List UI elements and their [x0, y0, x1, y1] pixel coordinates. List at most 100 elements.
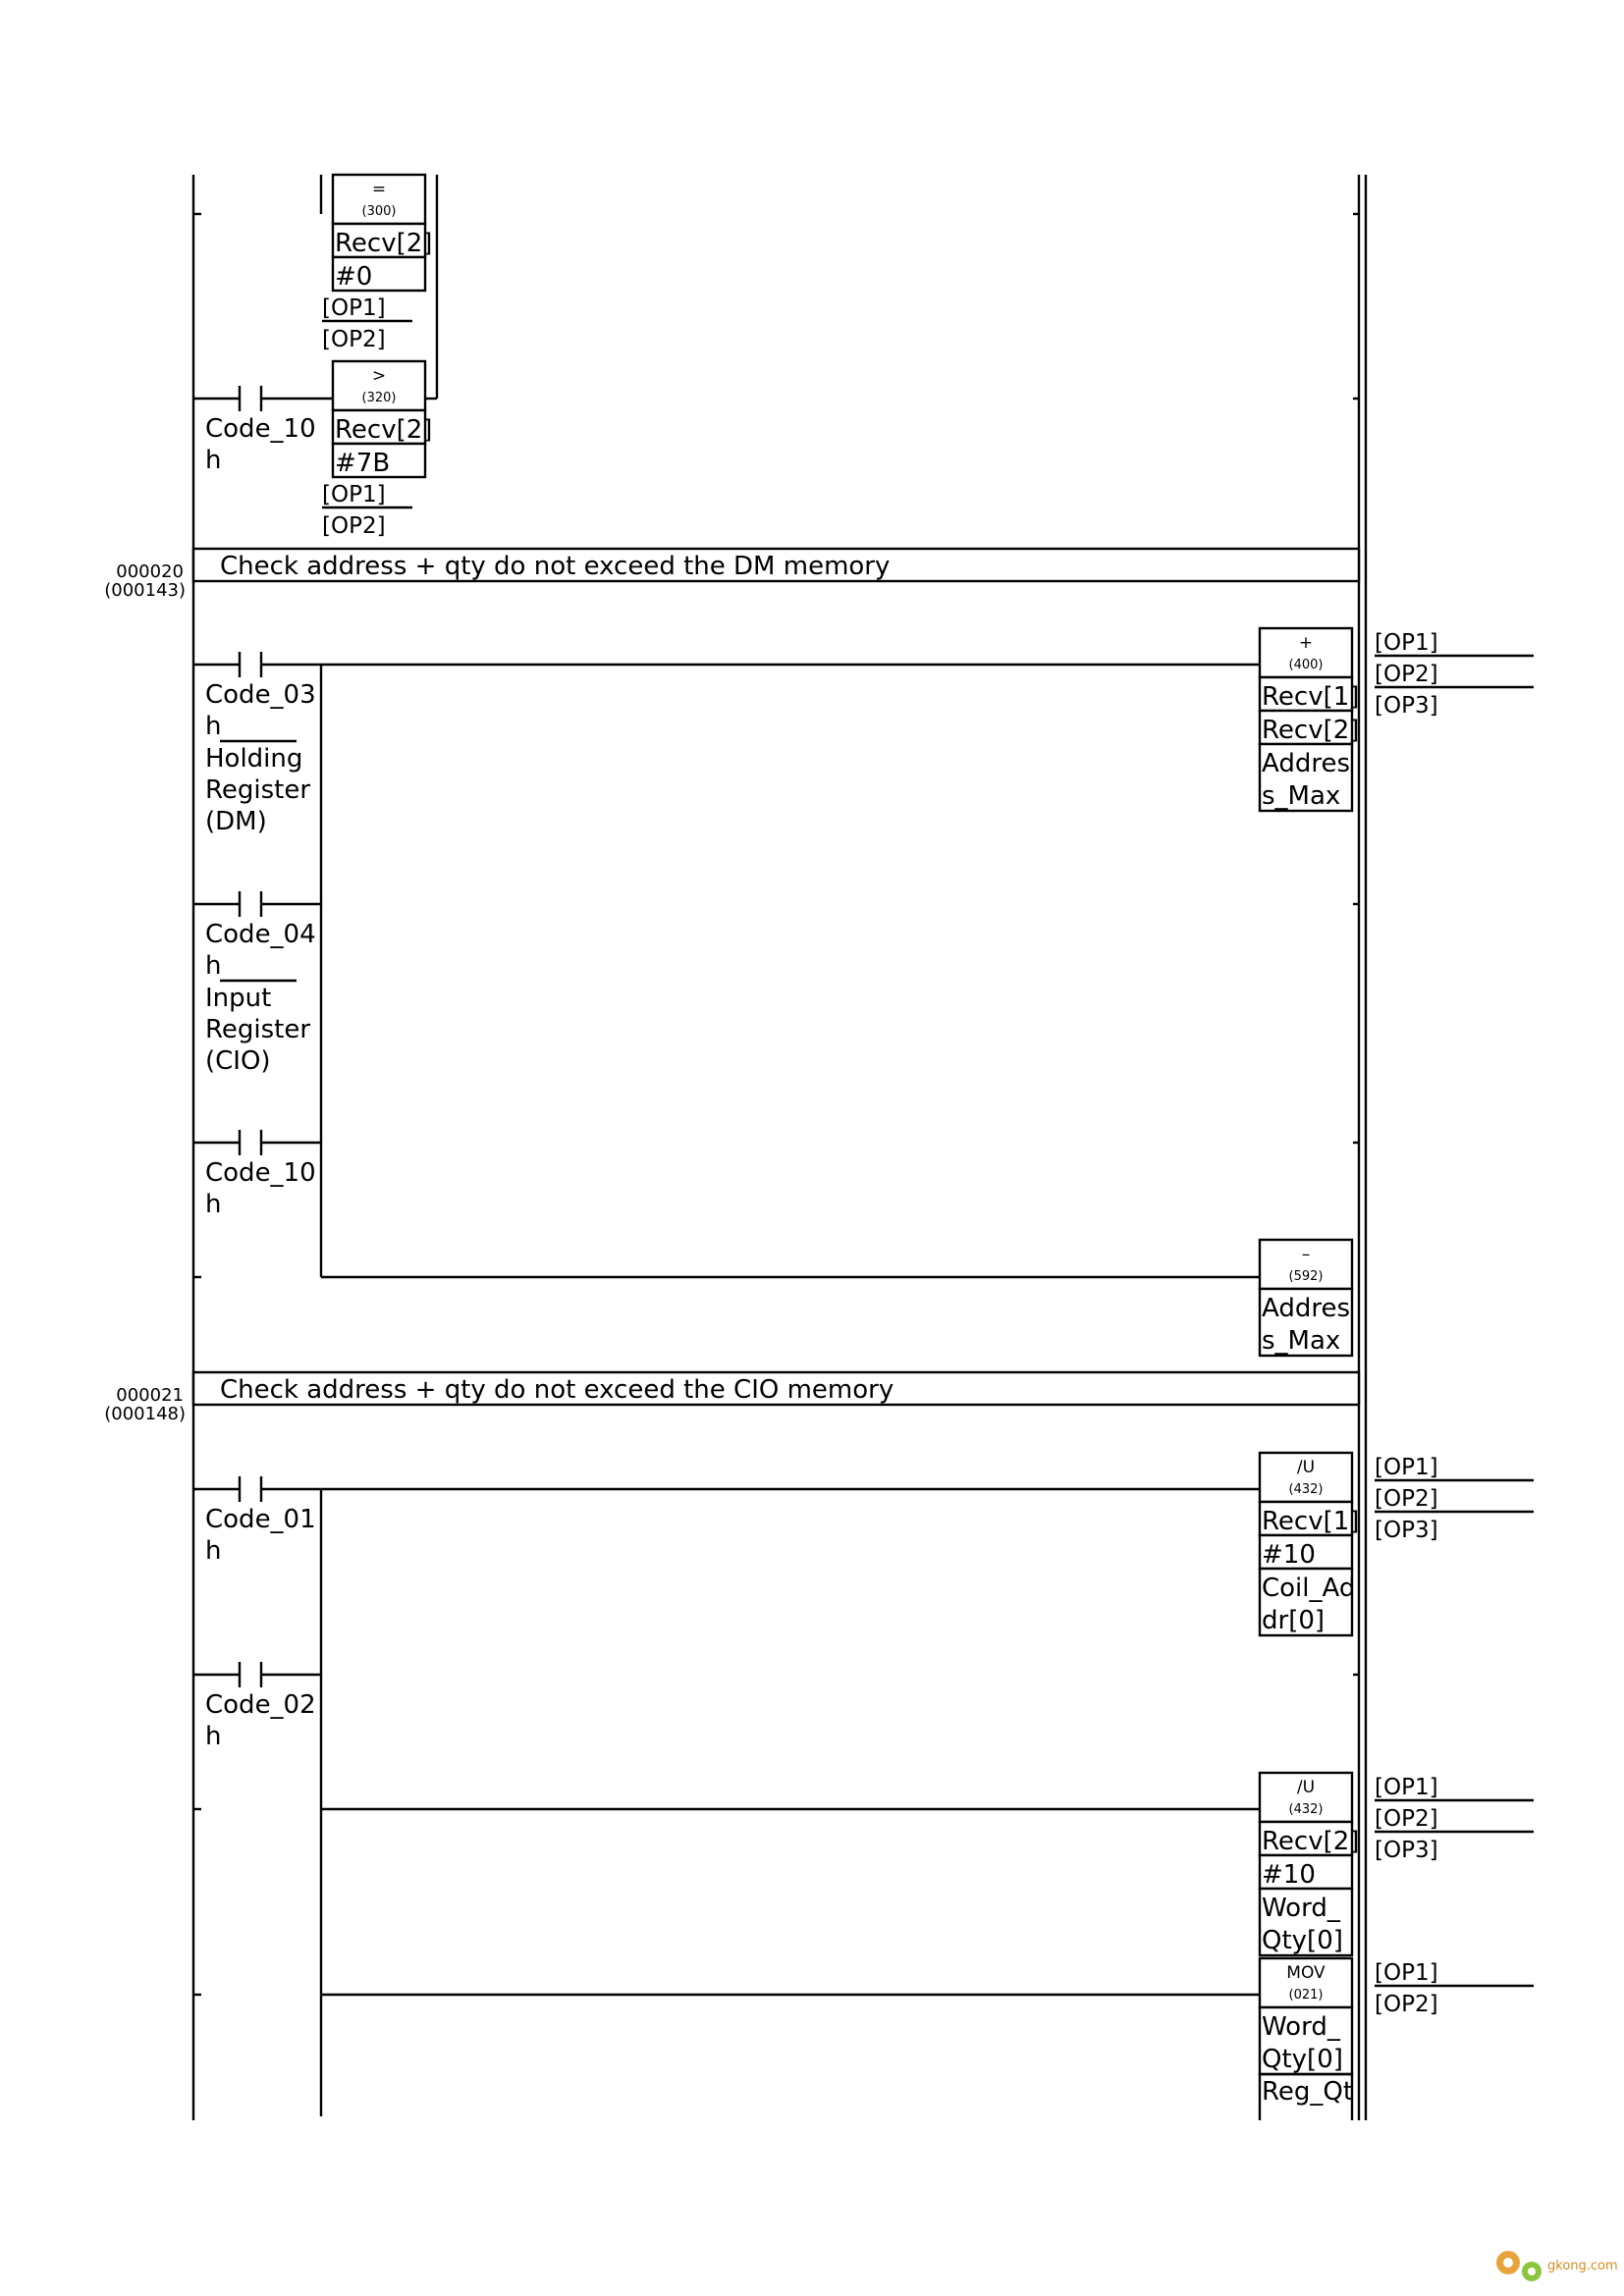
- operand-text: Reg_Qt: [1262, 2077, 1353, 2107]
- cmp-gt-mnemonic: >: [372, 366, 386, 386]
- op-label: [OP2]: [1375, 1806, 1438, 1832]
- mov-block[interactable]: MOV (021) Word_ Qty[0] Reg_Qt [OP1] [OP2…: [1258, 1956, 1534, 2120]
- add-operand-3: [1258, 742, 1354, 813]
- add-code: (400): [1289, 658, 1324, 672]
- contact-label: Code_02: [205, 1690, 316, 1720]
- contact-label: Code_10: [205, 414, 316, 444]
- dec-block[interactable]: – (592) Addres s_Max: [1258, 1238, 1354, 1358]
- cmp-eq-mnemonic: =: [372, 180, 386, 199]
- contact-label: h: [205, 951, 221, 981]
- contact-label: Code_01: [205, 1505, 316, 1534]
- operand-text: s_Max: [1262, 1326, 1340, 1356]
- gear-icon-hole: [1528, 2268, 1536, 2275]
- operand-text: Recv[2]: [335, 415, 432, 445]
- operand-text: Recv[1]: [1262, 1507, 1359, 1536]
- cmp-gt-operand-1: [331, 408, 427, 446]
- operand-text: dr[0]: [1262, 1606, 1325, 1635]
- op-label: [OP2]: [1375, 662, 1438, 687]
- operand-text: #10: [1262, 1860, 1316, 1890]
- cmp-eq-operand-1: [331, 222, 427, 259]
- op-label: [OP1]: [1375, 1775, 1438, 1800]
- rung-comment: Check address + qty do not exceed the DM…: [220, 552, 890, 581]
- contact-label: h: [205, 1722, 221, 1751]
- contact-label: Holding: [205, 744, 302, 774]
- contact-label: Register: [205, 775, 310, 805]
- div-1-operand-2: [1258, 1533, 1354, 1571]
- contact-code-10h[interactable]: Code_10 h: [193, 1130, 321, 1219]
- contact-label: (CIO): [205, 1046, 271, 1076]
- dec-mnemonic: –: [1302, 1245, 1311, 1264]
- op-label: [OP1]: [1375, 1455, 1438, 1480]
- operand-text: #7B: [335, 449, 390, 478]
- div-2-operand-3: [1258, 1887, 1354, 1957]
- contact-label: h: [205, 1190, 221, 1219]
- operand-text: Word_: [1262, 2012, 1341, 2042]
- op-label: [OP2]: [1375, 1486, 1438, 1512]
- add-block[interactable]: + (400) Recv[1] Recv[2] Addres s_Max [OP…: [1258, 626, 1534, 813]
- op-label: [OP2]: [1375, 1992, 1438, 2017]
- div-block-2[interactable]: /U (432) Recv[2] #10 Word_ Qty[0] [OP1] …: [1258, 1771, 1534, 1957]
- mov-mnemonic: MOV: [1286, 1963, 1326, 1983]
- operand-text: Qty[0]: [1262, 1926, 1343, 1955]
- rung-comment-box: [191, 547, 1361, 583]
- operand-text: Word_: [1262, 1894, 1341, 1923]
- rung-number: 000020: [116, 561, 184, 582]
- div-2-operand-2: [1258, 1853, 1354, 1891]
- mov-operand-2: [1258, 2072, 1354, 2120]
- operand-text: Addres: [1262, 1294, 1350, 1323]
- contact-label: Input: [205, 984, 271, 1013]
- operand-text: #0: [335, 262, 372, 292]
- cmp-gt-block[interactable]: > (320) Recv[2] #7B [OP1] [OP2]: [322, 359, 432, 539]
- contact-code-01h[interactable]: Code_01 h: [193, 1476, 321, 1566]
- mov-header: [1258, 1956, 1354, 2009]
- op-label: [OP1]: [322, 482, 386, 507]
- cmp-eq-block[interactable]: = (300) Recv[2] #0 [OP1] [OP2]: [319, 173, 439, 400]
- operand-text: Recv[2]: [1262, 1827, 1359, 1856]
- div-1-operand-3: [1258, 1567, 1354, 1637]
- contact-label: Code_10: [205, 1158, 316, 1188]
- operand-text: Recv[2]: [1262, 716, 1359, 745]
- div-1-mnemonic: /U: [1297, 1458, 1315, 1477]
- op-label: [OP1]: [322, 295, 386, 321]
- contact-code-10h-top[interactable]: Code_10 h: [193, 386, 333, 475]
- cmp-eq-operand-2: [331, 255, 427, 293]
- op-label: [OP3]: [1375, 1838, 1438, 1863]
- dec-code: (592): [1289, 1269, 1324, 1284]
- operand-text: Qty[0]: [1262, 2045, 1343, 2074]
- rung-comment-box: [191, 1370, 1361, 1407]
- op-label: [OP2]: [322, 327, 386, 352]
- div-2-code: (432): [1289, 1802, 1324, 1817]
- rung-step: (000143): [104, 580, 186, 601]
- cmp-gt-code: (320): [362, 391, 397, 405]
- op-label: [OP2]: [322, 513, 386, 539]
- div-1-operand-1: [1258, 1500, 1354, 1537]
- div-block-1[interactable]: /U (432) Recv[1] #10 Coil_Ad dr[0] [OP1]…: [1258, 1451, 1534, 1637]
- contact-code-02h[interactable]: Code_02 h: [193, 1662, 321, 1751]
- contact-label: h: [205, 712, 221, 741]
- contact-code-04h[interactable]: Code_04 h Input Register (CIO): [193, 891, 321, 1076]
- mov-code: (021): [1289, 1988, 1324, 2002]
- div-2-operand-1: [1258, 1820, 1354, 1857]
- add-header: [1258, 626, 1354, 679]
- contact-code-03h[interactable]: Code_03 h Holding Register (DM): [193, 652, 321, 836]
- add-mnemonic: +: [1299, 633, 1313, 653]
- operand-text: Addres: [1262, 749, 1350, 778]
- rung-comment: Check address + qty do not exceed the CI…: [220, 1375, 893, 1405]
- op-label: [OP3]: [1375, 693, 1438, 719]
- dec-operand-1: [1258, 1287, 1354, 1358]
- operand-text: #10: [1262, 1540, 1316, 1570]
- operand-text: Coil_Ad: [1262, 1574, 1355, 1603]
- cmp-gt-header: [331, 359, 427, 412]
- div-2-mnemonic: /U: [1297, 1778, 1315, 1797]
- op-label: [OP1]: [1375, 1960, 1438, 1986]
- gear-icon-hole: [1503, 2258, 1513, 2268]
- operand-text: Recv[2]: [335, 229, 432, 258]
- rung-number: 000021: [116, 1385, 184, 1406]
- contact-label: h: [205, 446, 221, 475]
- contact-label: h: [205, 1536, 221, 1566]
- watermark-text: gkong.com: [1547, 2259, 1618, 2273]
- contact-label: Code_03: [205, 680, 316, 710]
- mov-operand-1: [1258, 2005, 1354, 2076]
- operand-text: Recv[1]: [1262, 682, 1359, 712]
